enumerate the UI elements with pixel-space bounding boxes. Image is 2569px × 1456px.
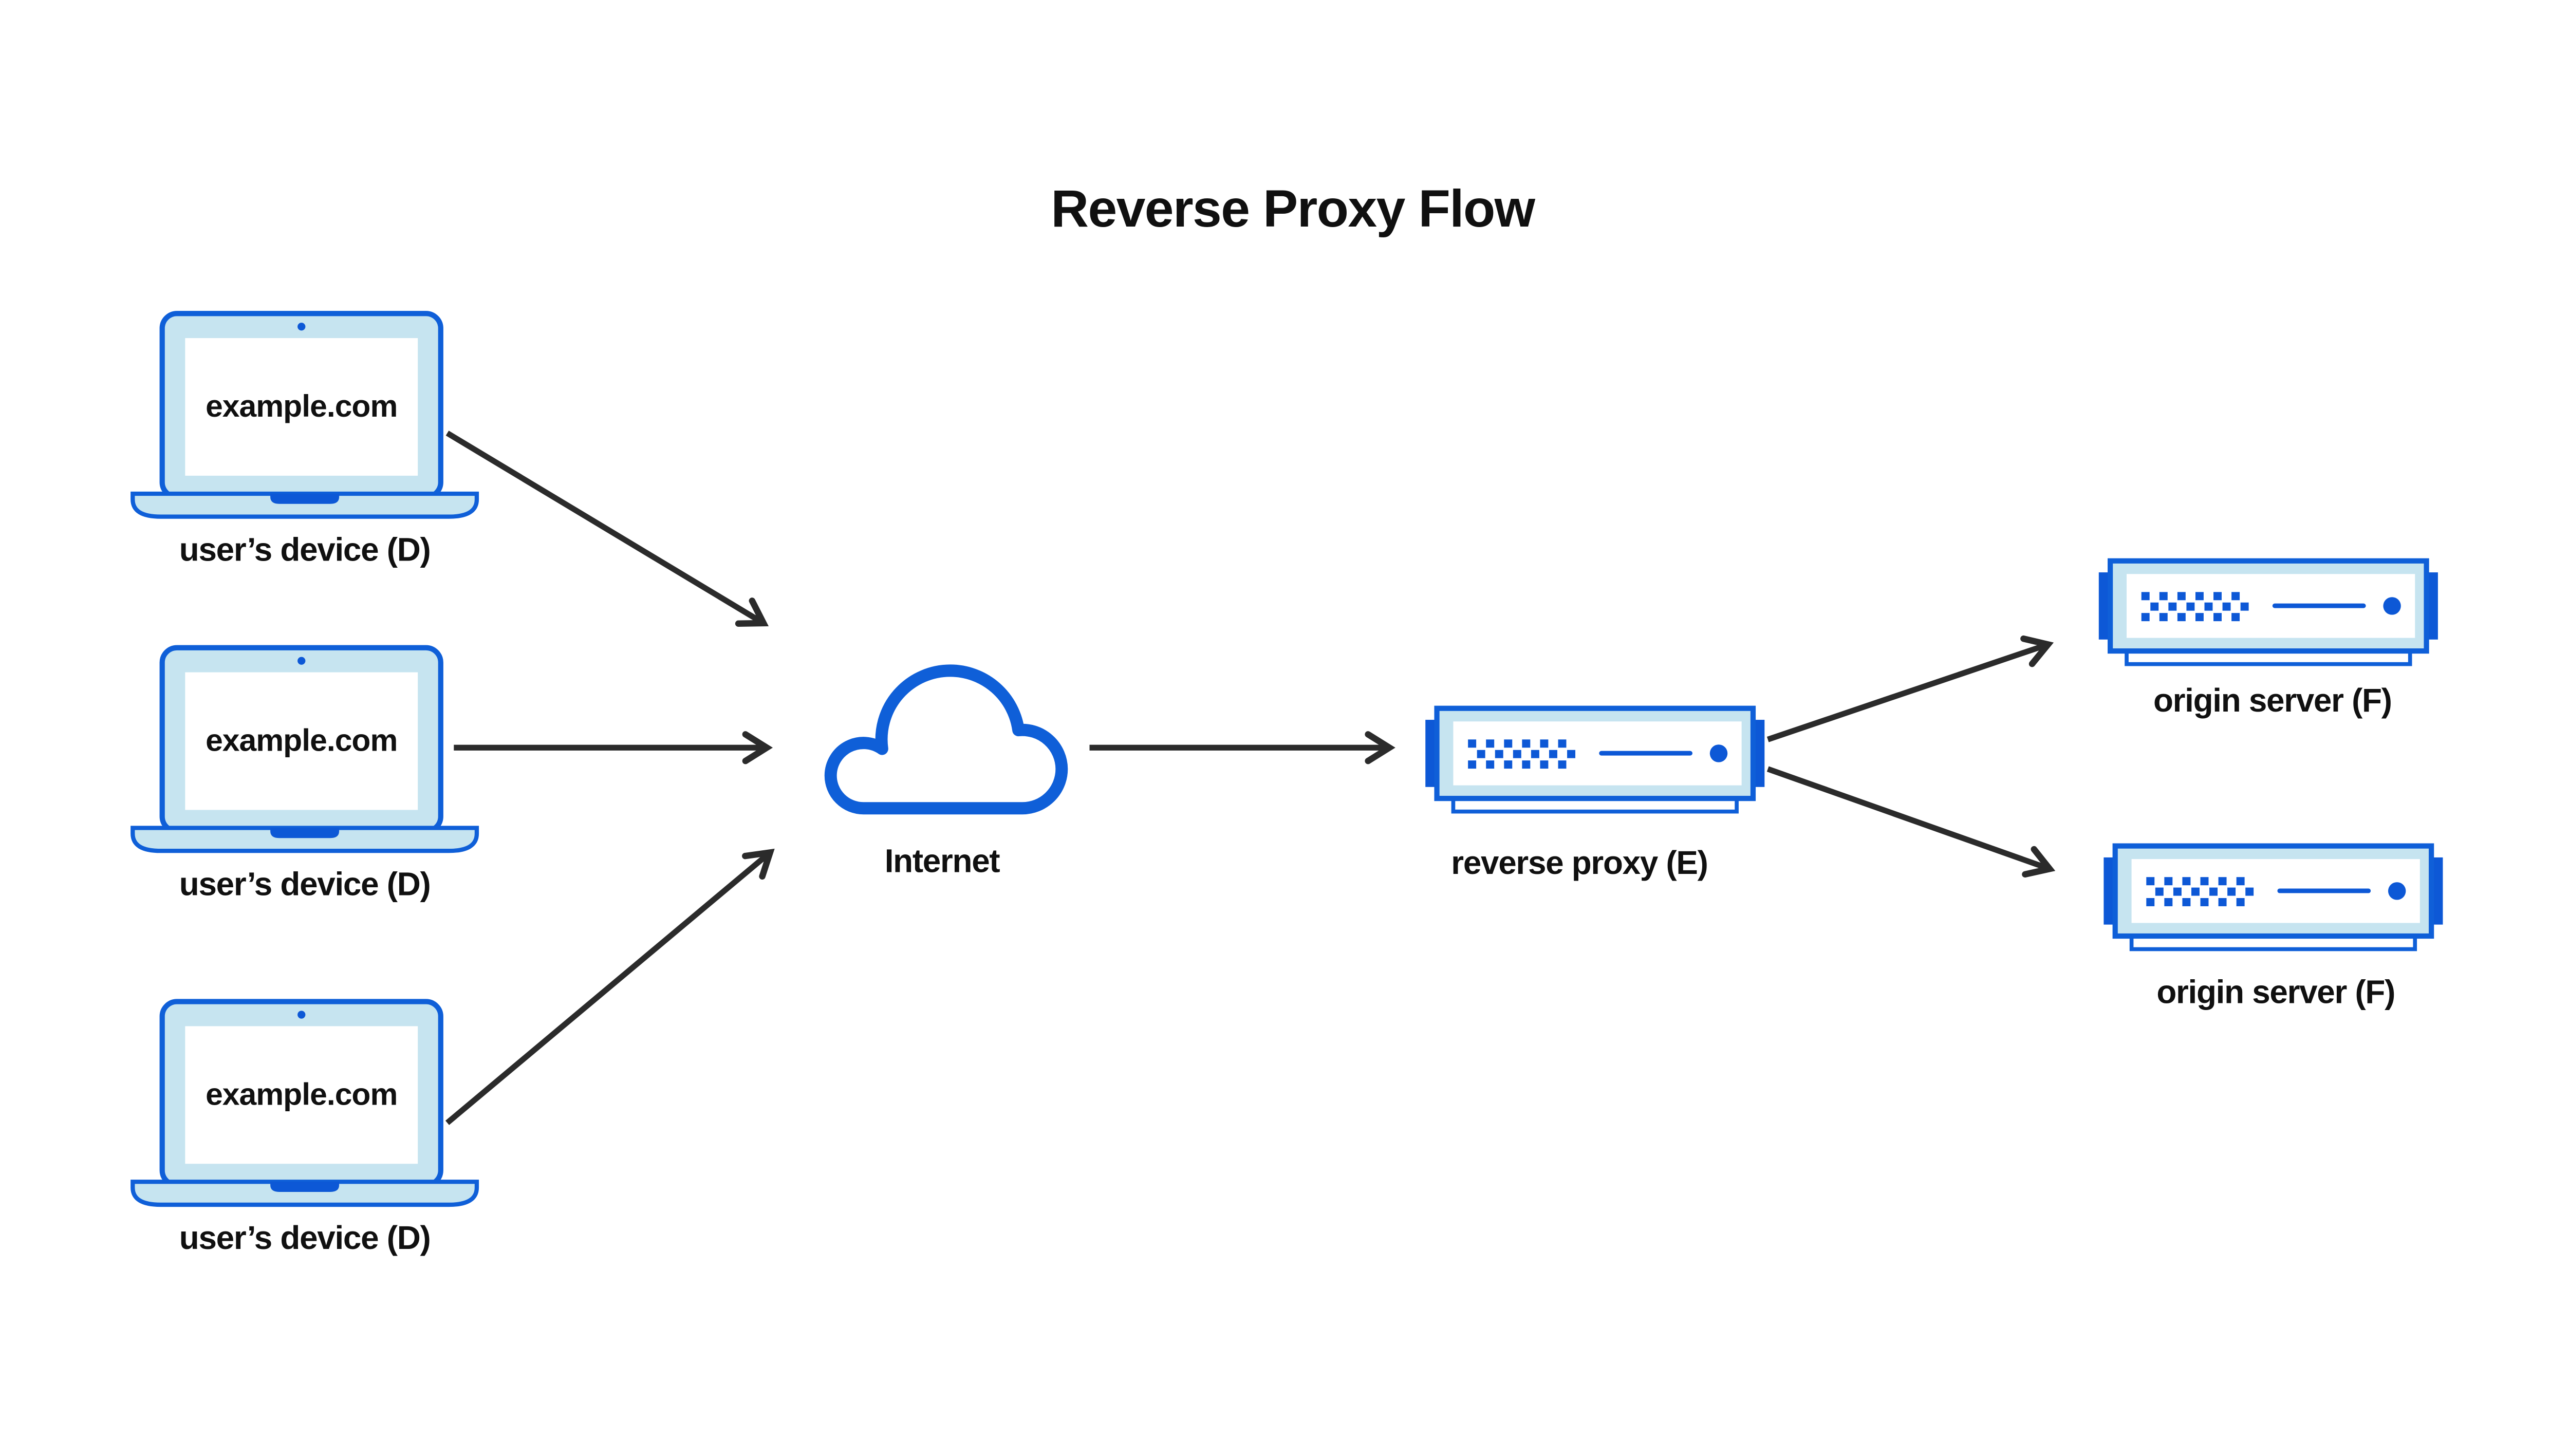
user-device-node-2: example.com user’s device (D) — [133, 648, 477, 902]
laptop-screen-url: example.com — [206, 1076, 397, 1111]
origin-server-node-1: origin server (F) — [2099, 561, 2438, 719]
reverse-proxy-node: reverse proxy (E) — [1425, 708, 1764, 881]
arrow-proxy-to-origin2 — [1766, 766, 2056, 878]
diagram-title: Reverse Proxy Flow — [1051, 179, 1535, 238]
arrow-device3-to-internet — [445, 848, 775, 1125]
device-caption: user’s device (D) — [179, 865, 431, 902]
cloud-icon — [824, 664, 1068, 815]
server-icon — [2099, 561, 2438, 664]
server-icon — [1425, 708, 1764, 812]
server-icon — [2103, 846, 2443, 949]
internet-node: Internet — [824, 664, 1068, 880]
origin-server-node-2: origin server (F) — [2103, 846, 2443, 1011]
internet-label: Internet — [885, 843, 1000, 880]
arrow-device1-to-internet — [445, 431, 769, 627]
device-caption: user’s device (D) — [179, 1219, 431, 1256]
origin-server-label: origin server (F) — [2156, 974, 2395, 1011]
laptop-screen-url: example.com — [206, 723, 397, 758]
reverse-proxy-label: reverse proxy (E) — [1451, 844, 1707, 881]
user-device-node-1: example.com user’s device (D) — [133, 313, 477, 568]
user-device-node-3: example.com user’s device (D) — [133, 1002, 477, 1256]
device-caption: user’s device (D) — [179, 531, 431, 568]
origin-server-label: origin server (F) — [2153, 682, 2392, 719]
laptop-screen-url: example.com — [206, 388, 397, 423]
arrow-proxy-to-origin1 — [1766, 635, 2054, 742]
